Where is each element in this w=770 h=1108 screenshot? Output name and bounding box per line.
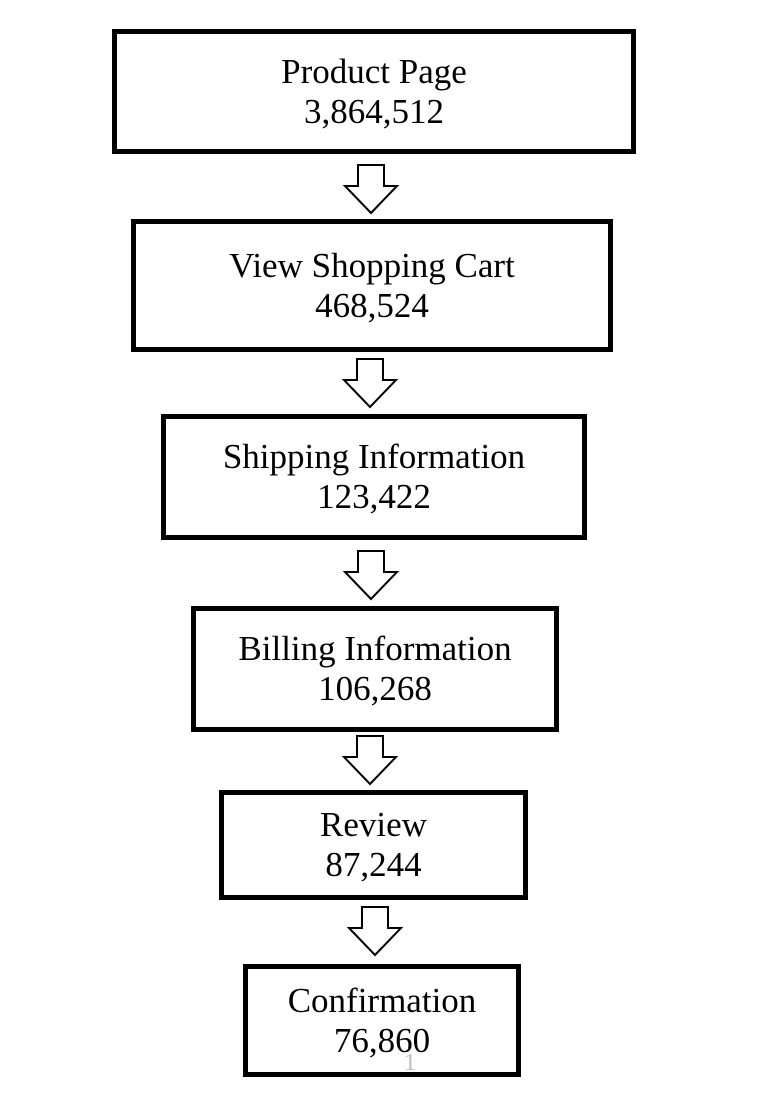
page-number: 1: [404, 1050, 416, 1076]
step-label: Product Page: [281, 51, 467, 91]
step-label: Billing Information: [238, 629, 512, 668]
down-arrow-icon: [342, 164, 400, 215]
down-arrow-icon: [341, 358, 399, 409]
step-label: Confirmation: [287, 980, 477, 1020]
funnel-step-product-page: Product Page 3,864,512: [112, 29, 636, 154]
step-value: 106,268: [318, 669, 432, 708]
funnel-step-review: Review 87,244: [219, 790, 528, 900]
step-value: 468,524: [315, 285, 429, 325]
step-label: Shipping Information: [222, 437, 526, 476]
step-value: 76,860: [333, 1020, 431, 1060]
step-value: 87,244: [325, 845, 422, 884]
funnel-step-billing-information: Billing Information 106,268: [191, 606, 559, 732]
funnel-step-view-shopping-cart: View Shopping Cart 468,524: [131, 219, 613, 352]
step-value: 123,422: [317, 477, 431, 516]
step-label: View Shopping Cart: [229, 245, 515, 285]
down-arrow-icon: [341, 735, 399, 786]
step-label: Review: [320, 805, 427, 844]
funnel-step-shipping-information: Shipping Information 123,422: [161, 414, 587, 540]
funnel-step-confirmation: Confirmation 76,860: [243, 964, 521, 1077]
step-value: 3,864,512: [304, 91, 444, 131]
down-arrow-icon: [346, 906, 404, 957]
down-arrow-icon: [342, 550, 400, 601]
